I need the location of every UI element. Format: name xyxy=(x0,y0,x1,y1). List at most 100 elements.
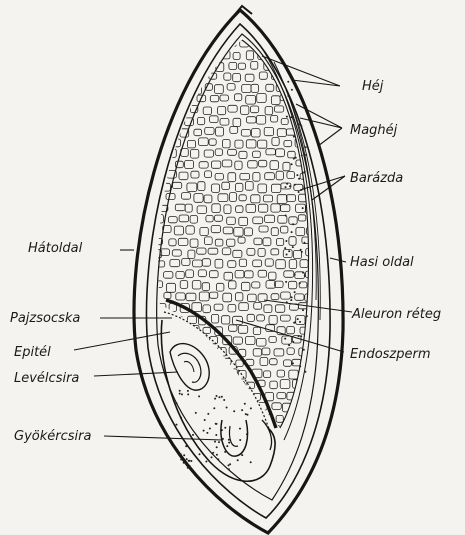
label-hasi-oldal: Hasi oldal xyxy=(350,255,414,270)
endosperm-cell xyxy=(238,370,246,379)
texture-dot xyxy=(305,154,307,156)
texture-dot xyxy=(299,282,301,284)
endosperm-cell xyxy=(182,193,191,200)
endosperm-cell xyxy=(246,204,256,212)
endosperm-cell xyxy=(175,204,185,211)
endosperm-cell xyxy=(242,84,251,92)
endosperm-cell xyxy=(246,51,253,60)
endosperm-cell xyxy=(176,271,184,278)
endosperm-cell xyxy=(149,292,156,300)
endosperm-cell xyxy=(229,325,237,332)
texture-dot xyxy=(304,371,306,373)
endosperm-cell xyxy=(312,391,321,400)
endosperm-cell xyxy=(193,260,203,267)
texture-dot xyxy=(228,442,230,444)
texture-dot xyxy=(285,215,287,217)
endosperm-cell xyxy=(302,237,311,244)
endosperm-cell xyxy=(197,117,204,124)
endosperm-cell xyxy=(224,73,231,80)
endosperm-cell xyxy=(168,40,175,49)
endosperm-cell xyxy=(223,227,233,234)
texture-dot xyxy=(186,458,188,460)
endosperm-cell xyxy=(272,138,279,146)
endosperm-cell xyxy=(305,50,312,56)
endosperm-cell xyxy=(229,62,237,69)
texture-dot xyxy=(287,95,289,97)
endosperm-cell xyxy=(259,226,268,232)
endosperm-cell xyxy=(289,281,297,289)
endosperm-cell xyxy=(318,204,328,211)
endosperm-cell xyxy=(186,293,196,301)
endosperm-cell xyxy=(194,129,202,136)
endosperm-cell xyxy=(266,149,276,155)
endosperm-cell xyxy=(191,171,199,178)
texture-dot xyxy=(205,461,207,463)
texture-dot xyxy=(285,281,287,283)
endosperm-cell xyxy=(222,248,231,255)
endosperm-cell xyxy=(265,107,273,115)
endosperm-cell xyxy=(169,239,176,246)
endosperm-cell xyxy=(180,348,187,356)
endosperm-cell xyxy=(306,94,315,102)
endosperm-cell xyxy=(274,106,283,112)
endosperm-cell xyxy=(281,226,288,233)
texture-dot xyxy=(229,463,231,465)
endosperm-cell xyxy=(187,140,195,148)
endosperm-cell xyxy=(324,107,333,113)
texture-dot xyxy=(300,125,302,127)
texture-dot xyxy=(294,184,296,186)
texture-dot xyxy=(305,146,307,148)
endosperm-cell xyxy=(319,380,329,388)
endosperm-cell xyxy=(191,149,199,158)
endosperm-cell xyxy=(205,127,214,134)
endosperm-cell xyxy=(228,305,236,312)
texture-dot xyxy=(209,428,211,430)
endosperm-cell xyxy=(271,294,279,300)
endosperm-cell xyxy=(216,283,224,291)
endosperm-cell xyxy=(235,270,244,278)
endosperm-cell xyxy=(274,349,284,356)
texture-dot xyxy=(289,185,291,187)
endosperm-cell xyxy=(275,305,284,313)
endosperm-cell xyxy=(245,182,253,191)
texture-dot xyxy=(286,254,288,256)
texture-dot xyxy=(301,251,303,253)
endosperm-cell xyxy=(239,217,248,225)
endosperm-cell xyxy=(247,248,255,255)
endosperm-cell xyxy=(218,107,226,115)
endosperm-cell xyxy=(276,171,283,180)
endosperm-cell xyxy=(164,293,171,299)
endosperm-cell xyxy=(257,116,266,125)
endosperm-cell xyxy=(239,195,246,201)
label-hatoldal: Hátoldal xyxy=(28,241,83,256)
endosperm-cell xyxy=(312,304,321,313)
endosperm-cell xyxy=(208,404,217,411)
texture-dot xyxy=(228,468,230,470)
endosperm-cell xyxy=(155,172,164,180)
endosperm-cell xyxy=(276,415,283,422)
endosperm-cell xyxy=(241,282,250,290)
texture-dot xyxy=(226,407,228,409)
endosperm-cell xyxy=(175,316,183,324)
endosperm-cell xyxy=(284,141,292,147)
endosperm-cell xyxy=(174,226,183,235)
endosperm-cell xyxy=(215,215,223,221)
texture-dot xyxy=(244,403,246,405)
endosperm-cell xyxy=(233,74,241,82)
endosperm-cell xyxy=(186,270,194,278)
endosperm-cell xyxy=(212,184,220,192)
texture-dot xyxy=(179,390,181,392)
endosperm-cell xyxy=(283,250,292,258)
label-endoszperm: Endoszperm xyxy=(350,347,431,362)
endosperm-cell xyxy=(253,415,261,423)
texture-dot xyxy=(300,335,302,337)
endosperm-cell xyxy=(264,305,272,313)
endosperm-cell xyxy=(270,359,278,365)
leader-gyokercsira xyxy=(104,436,222,440)
endosperm-cell xyxy=(235,140,243,148)
endosperm-cell xyxy=(164,272,173,279)
endosperm-cell xyxy=(228,173,236,182)
endosperm-cell xyxy=(204,195,212,203)
endosperm-cell xyxy=(253,327,260,334)
endosperm-cell xyxy=(265,173,275,180)
